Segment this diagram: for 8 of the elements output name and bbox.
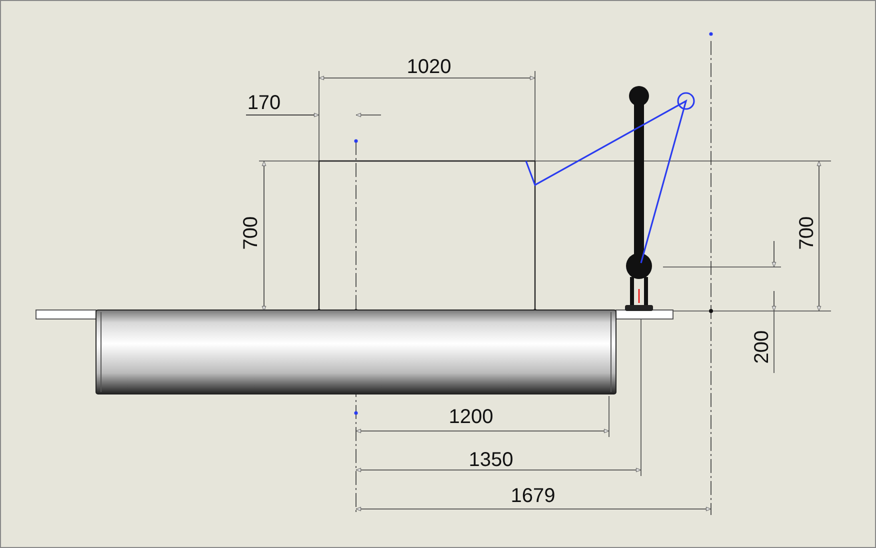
dimension-value: 700: [797, 216, 817, 250]
dimension-value: 1020: [406, 57, 452, 77]
dimension-value: 170: [247, 93, 281, 113]
dimension-value: 1350: [468, 450, 514, 470]
dimension-value: 1679: [510, 486, 556, 506]
dimension-value: 1200: [448, 407, 494, 427]
dimension-value: 200: [752, 330, 772, 364]
dimension-value: 700: [241, 216, 261, 250]
